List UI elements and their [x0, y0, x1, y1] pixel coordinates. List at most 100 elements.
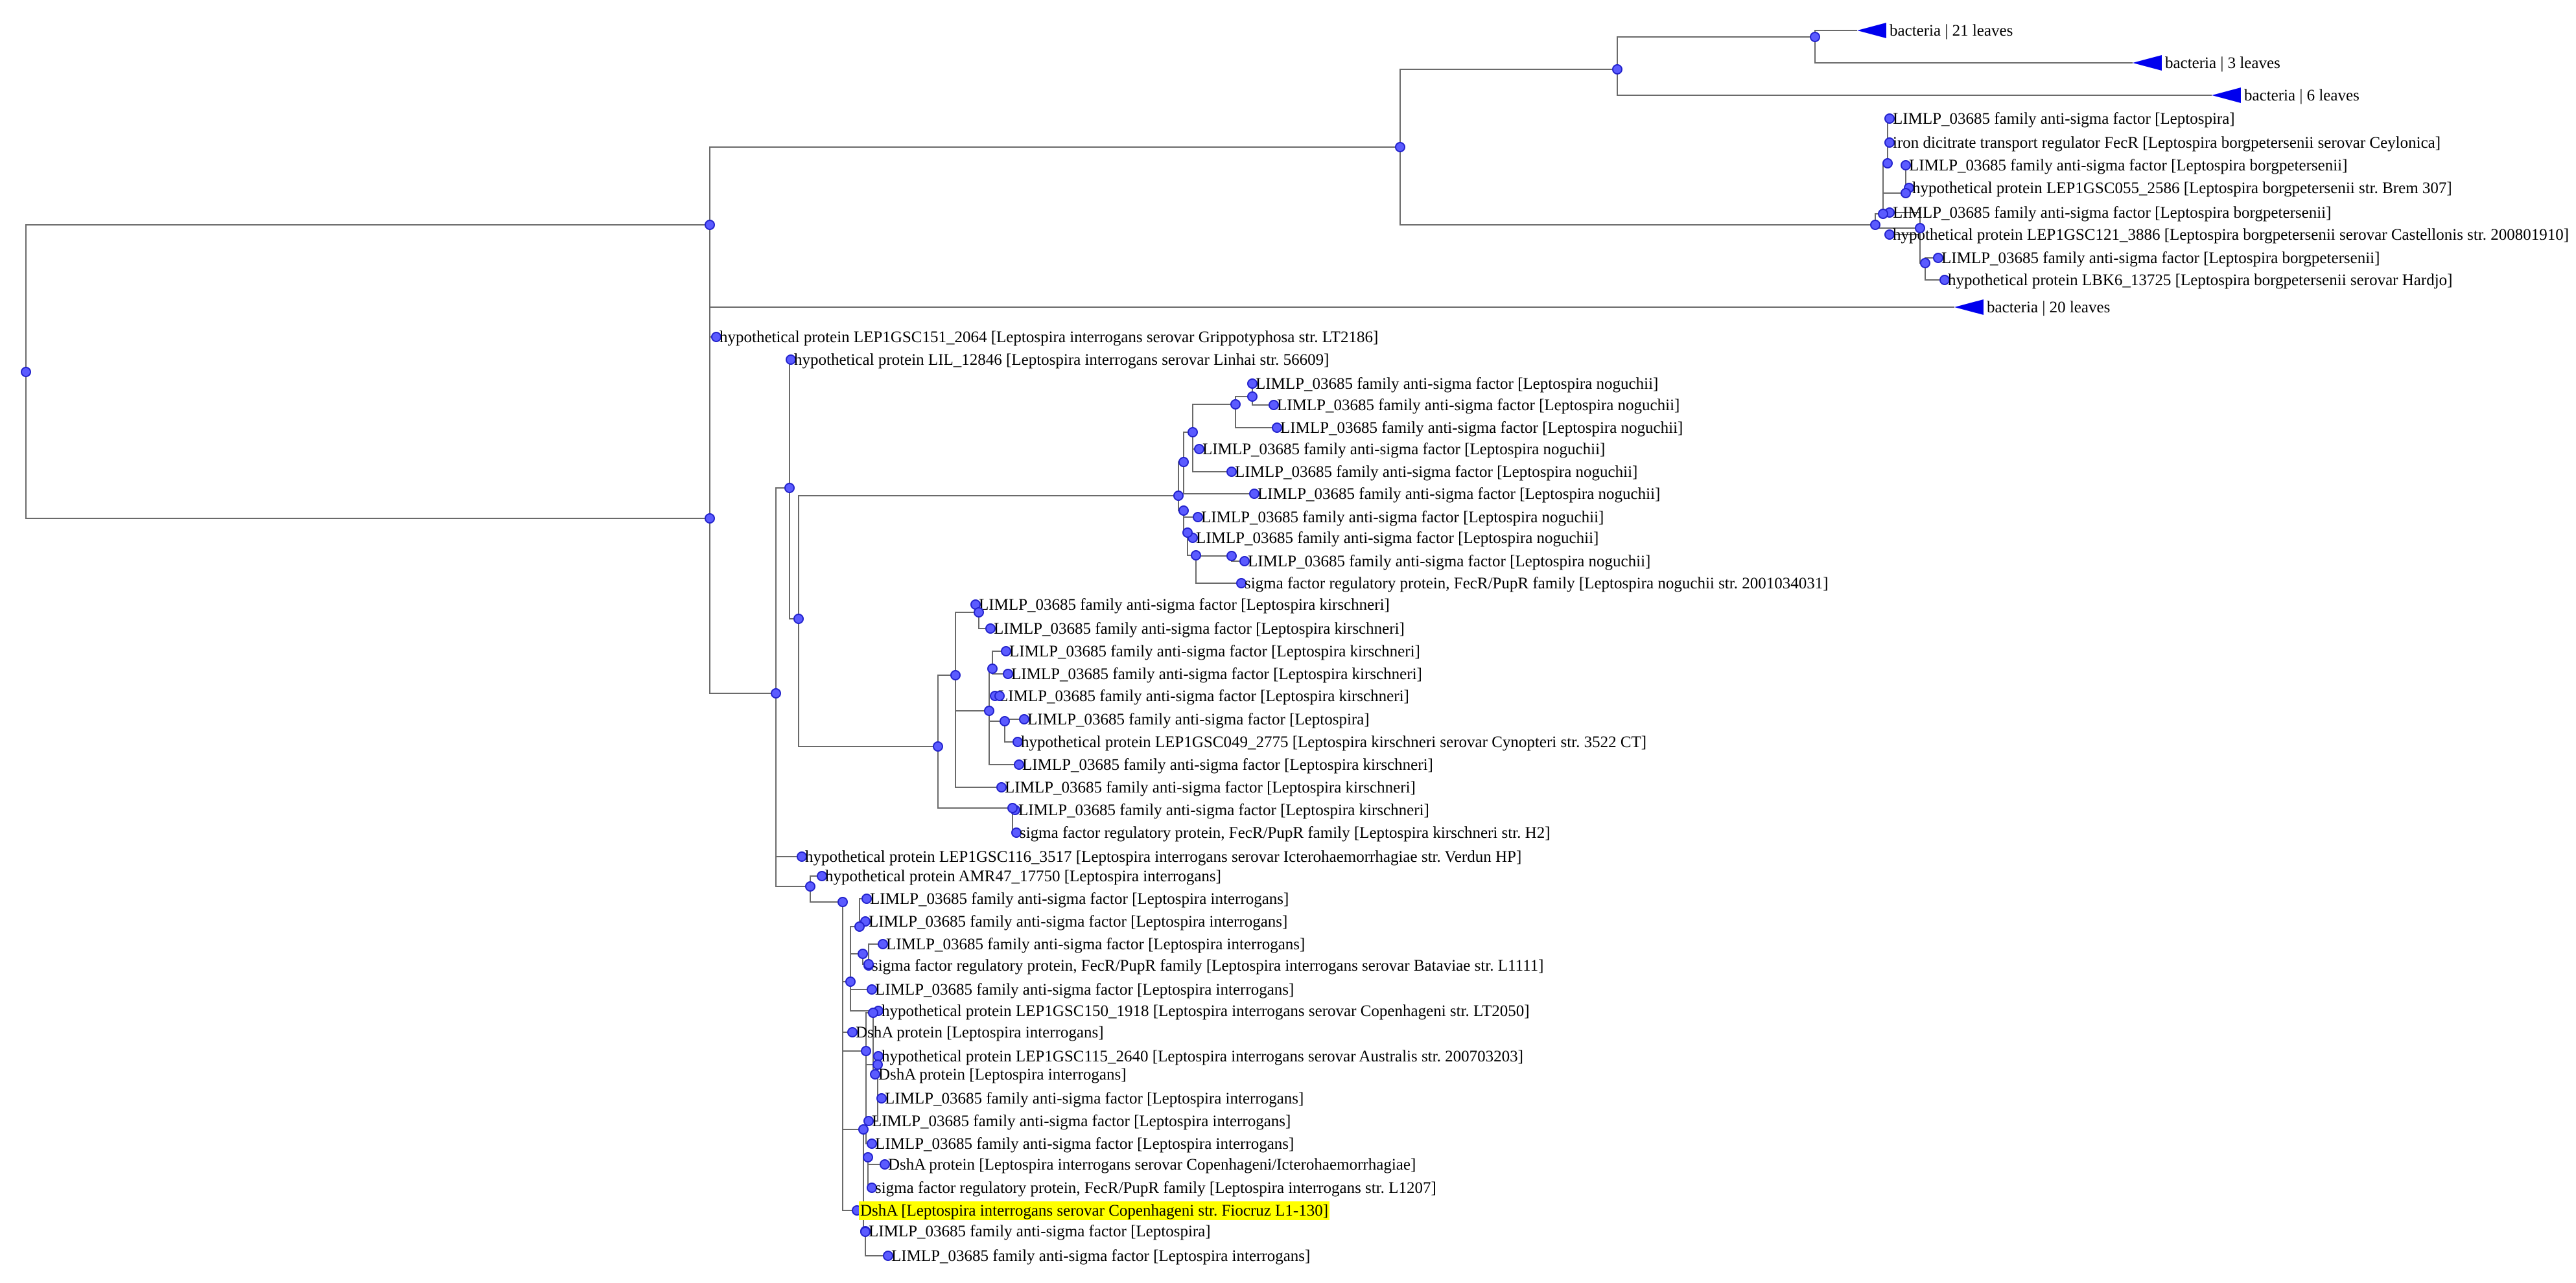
leaf-label[interactable]: hypothetical protein LIL_12846 [Leptospi…	[794, 351, 1329, 369]
internal-node[interactable]	[861, 1046, 871, 1056]
leaf-label[interactable]: LIMLP_03685 family anti-sigma factor [Le…	[1202, 441, 1605, 458]
internal-node[interactable]	[1230, 399, 1241, 410]
leaf-label[interactable]: LIMLP_03685 family anti-sigma factor [Le…	[872, 1113, 1291, 1130]
internal-node[interactable]	[984, 706, 994, 716]
leaf-node[interactable]	[1249, 489, 1259, 499]
leaf-label[interactable]: DshA protein [Leptospira interrogans]	[856, 1024, 1104, 1041]
leaf-label[interactable]: LIMLP_03685 family anti-sigma factor [Le…	[886, 936, 1305, 953]
leaf-node[interactable]	[1236, 578, 1247, 588]
internal-node[interactable]	[805, 881, 815, 892]
leaf-label[interactable]: LIMLP_03685 family anti-sigma factor [Le…	[875, 1135, 1294, 1153]
leaf-node[interactable]	[1194, 444, 1204, 454]
internal-node[interactable]	[1247, 391, 1258, 402]
collapsed-clade-label[interactable]: bacteria | 21 leaves	[1890, 22, 2013, 40]
internal-node[interactable]	[845, 977, 856, 987]
leaf-node[interactable]	[883, 1251, 893, 1261]
leaf-node[interactable]	[847, 1027, 858, 1037]
leaf-label[interactable]: LIMLP_03685 family anti-sigma factor [Le…	[1893, 204, 2331, 222]
internal-node[interactable]	[837, 897, 848, 907]
leaf-node[interactable]	[867, 1183, 877, 1193]
leaf-node[interactable]	[797, 851, 807, 862]
leaf-node[interactable]	[1272, 422, 1282, 433]
leaf-label[interactable]: LIMLP_03685 family anti-sigma factor [Le…	[994, 620, 1405, 638]
leaf-label[interactable]: LIMLP_03685 family anti-sigma factor [Le…	[979, 596, 1390, 614]
internal-node[interactable]	[863, 1152, 873, 1162]
leaf-label[interactable]: LIMLP_03685 family anti-sigma factor [Le…	[891, 1247, 1310, 1265]
leaf-label[interactable]: LIMLP_03685 family anti-sigma factor [Le…	[1018, 802, 1429, 819]
leaf-label[interactable]: hypothetical protein LEP1GSC055_2586 [Le…	[1912, 179, 2452, 197]
leaf-label[interactable]: LIMLP_03685 family anti-sigma factor [Le…	[1248, 553, 1650, 570]
internal-node[interactable]	[1226, 551, 1237, 561]
leaf-node[interactable]	[1884, 137, 1895, 148]
leaf-node[interactable]	[1884, 229, 1895, 240]
leaf-label[interactable]: DshA protein [Leptospira interrogans]	[878, 1066, 1127, 1083]
internal-node[interactable]	[868, 1008, 878, 1018]
internal-node[interactable]	[1191, 550, 1201, 561]
internal-node[interactable]	[1915, 223, 1925, 233]
leaf-label[interactable]: DshA protein [Leptospira interrogans ser…	[888, 1156, 1416, 1173]
leaf-node[interactable]	[996, 782, 1007, 792]
internal-node[interactable]	[858, 1124, 869, 1135]
internal-node[interactable]	[1000, 716, 1010, 726]
internal-node[interactable]	[1920, 258, 1930, 268]
internal-node[interactable]	[705, 513, 715, 524]
internal-node[interactable]	[872, 1059, 883, 1070]
leaf-node[interactable]	[1011, 827, 1022, 838]
leaf-node[interactable]	[1239, 556, 1250, 566]
internal-node[interactable]	[1182, 527, 1193, 538]
internal-node[interactable]	[21, 367, 31, 377]
leaf-node[interactable]	[985, 623, 996, 634]
leaf-node[interactable]	[876, 1093, 887, 1104]
leaf-label[interactable]: hypothetical protein LEP1GSC121_3886 [Le…	[1893, 226, 2569, 244]
leaf-node[interactable]	[1939, 275, 1950, 285]
leaf-label[interactable]: hypothetical protein LEP1GSC049_2775 [Le…	[1021, 734, 1646, 751]
leaf-node[interactable]	[1884, 113, 1895, 124]
leaf-label[interactable]: LIMLP_03685 family anti-sigma factor [Le…	[1009, 643, 1420, 660]
internal-node[interactable]	[860, 1227, 871, 1237]
leaf-node[interactable]	[1193, 512, 1203, 522]
leaf-node[interactable]	[1901, 160, 1911, 170]
leaf-node[interactable]	[863, 1116, 874, 1126]
leaf-label[interactable]: LIMLP_03685 family anti-sigma factor [Le…	[1258, 485, 1660, 503]
internal-node[interactable]	[1882, 158, 1893, 168]
leaf-label[interactable]: LIMLP_03685 family anti-sigma factor [Le…	[1235, 463, 1637, 481]
leaf-label[interactable]: hypothetical protein LEP1GSC151_2064 [Le…	[720, 329, 1378, 346]
leaf-node[interactable]	[867, 1139, 877, 1149]
leaf-label-highlighted[interactable]: DshA [Leptospira interrogans serovar Cop…	[860, 1202, 1328, 1219]
leaf-label[interactable]: sigma factor regulatory protein, FecR/Pu…	[872, 957, 1544, 975]
internal-node[interactable]	[1395, 142, 1405, 152]
internal-node[interactable]	[987, 664, 998, 674]
internal-node[interactable]	[1870, 220, 1880, 230]
leaf-node[interactable]	[786, 354, 796, 365]
internal-node[interactable]	[1178, 457, 1189, 467]
internal-node[interactable]	[1901, 188, 1911, 198]
leaf-label[interactable]: LIMLP_03685 family anti-sigma factor [Le…	[1893, 110, 2235, 128]
internal-node[interactable]	[1612, 64, 1622, 75]
leaf-label[interactable]: LIMLP_03685 family anti-sigma factor [Le…	[869, 913, 1287, 930]
internal-node[interactable]	[1810, 32, 1820, 42]
leaf-node[interactable]	[867, 984, 877, 995]
internal-node[interactable]	[854, 921, 865, 932]
leaf-label[interactable]: LIMLP_03685 family anti-sigma factor [Le…	[1005, 779, 1416, 796]
leaf-label[interactable]: LIMLP_03685 family anti-sigma factor [Le…	[869, 1223, 1211, 1240]
leaf-node[interactable]	[878, 939, 888, 949]
leaf-node[interactable]	[870, 1069, 880, 1080]
leaf-node[interactable]	[1003, 669, 1013, 679]
collapsed-clade-label[interactable]: bacteria | 3 leaves	[2165, 54, 2280, 72]
internal-node[interactable]	[863, 959, 874, 969]
collapsed-clade-label[interactable]: bacteria | 20 leaves	[1987, 299, 2110, 316]
leaf-label[interactable]: LIMLP_03685 family anti-sigma factor [Le…	[870, 890, 1289, 908]
internal-node[interactable]	[858, 949, 868, 959]
leaf-label[interactable]: hypothetical protein LBK6_13725 [Leptosp…	[1948, 272, 2453, 289]
internal-node[interactable]	[1178, 505, 1189, 516]
leaf-node[interactable]	[1247, 378, 1258, 389]
internal-node[interactable]	[950, 670, 961, 680]
leaf-label[interactable]: LIMLP_03685 family anti-sigma factor [Le…	[998, 688, 1409, 705]
leaf-node[interactable]	[1269, 400, 1279, 410]
leaf-label[interactable]: LIMLP_03685 family anti-sigma factor [Le…	[1280, 419, 1683, 437]
leaf-label[interactable]: sigma factor regulatory protein, FecR/Pu…	[1245, 575, 1829, 592]
internal-node[interactable]	[974, 607, 984, 618]
internal-node[interactable]	[933, 741, 943, 752]
internal-node[interactable]	[1007, 803, 1018, 813]
leaf-node[interactable]	[1014, 759, 1024, 770]
